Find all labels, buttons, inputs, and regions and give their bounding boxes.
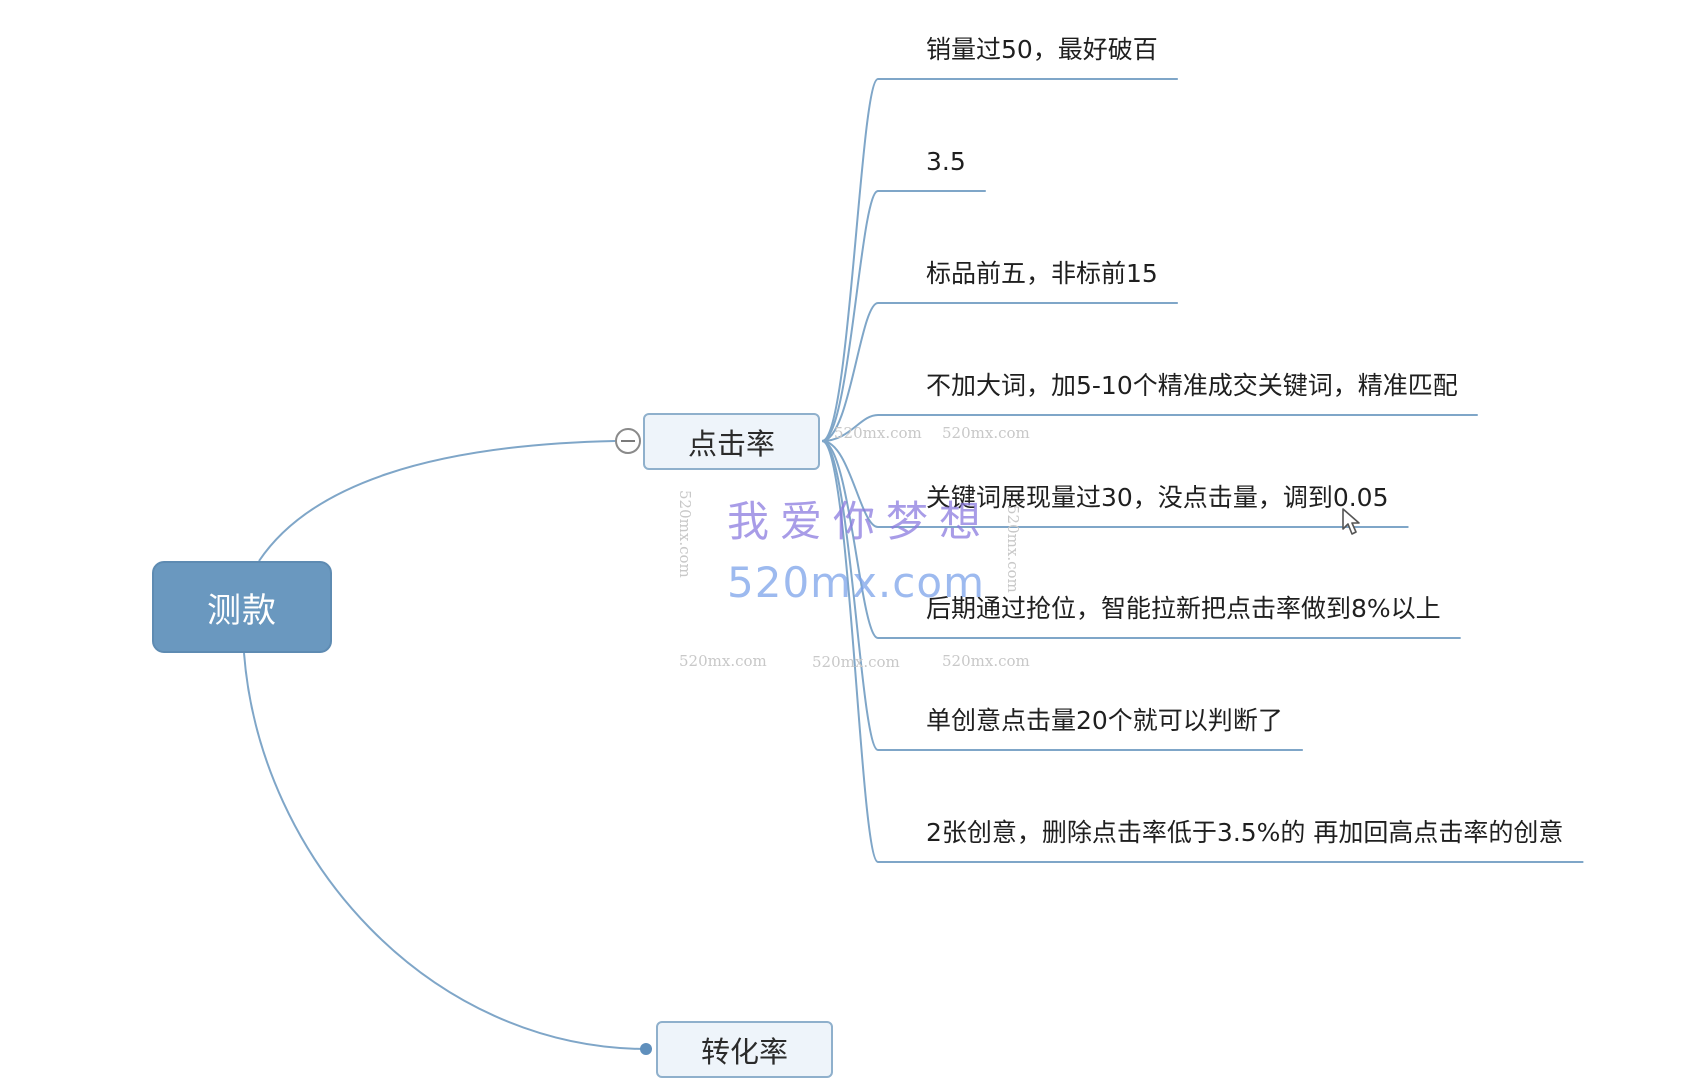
leaf-label: 标品前五，非标前15 <box>926 259 1158 288</box>
branch-label: 转化率 <box>700 1034 788 1069</box>
leaf-node[interactable]: 关键词展现量过30，没点击量，调到0.05 <box>926 478 1388 518</box>
cvr-connector-dot <box>640 1043 652 1055</box>
watermark-url: 520mx.com <box>727 558 985 607</box>
watermark-vertical: 520mx.com <box>1004 505 1022 593</box>
leaf-connector <box>821 190 986 442</box>
connector-root-cvr <box>243 652 647 1050</box>
collapse-minus-icon[interactable] <box>615 428 641 454</box>
mouse-pointer-icon <box>1342 508 1360 535</box>
watermark-small: 520mx.com <box>834 424 922 442</box>
watermark-vertical: 520mx.com <box>676 490 694 578</box>
leaf-node[interactable]: 销量过50，最好破百 <box>926 30 1158 70</box>
leaf-connector <box>821 440 1461 639</box>
leaf-label: 3.5 <box>926 147 966 176</box>
leaf-connector <box>821 440 1409 528</box>
leaf-node[interactable]: 单创意点击量20个就可以判断了 <box>926 701 1283 741</box>
leaf-connector <box>821 302 1178 442</box>
leaf-connector <box>821 414 1478 442</box>
leaf-connector <box>821 78 1178 442</box>
branch-label: 点击率 <box>687 426 775 461</box>
watermark-small: 520mx.com <box>679 652 767 670</box>
leaf-node[interactable]: 后期通过抢位，智能拉新把点击率做到8%以上 <box>926 589 1441 629</box>
leaf-label: 不加大词，加5-10个精准成交关键词，精准匹配 <box>926 371 1458 400</box>
leaf-node[interactable]: 标品前五，非标前15 <box>926 254 1158 294</box>
leaf-connector <box>821 440 1584 863</box>
leaf-node[interactable]: 不加大词，加5-10个精准成交关键词，精准匹配 <box>926 366 1458 406</box>
root-label: 测款 <box>207 590 277 631</box>
watermark-small: 520mx.com <box>942 424 1030 442</box>
root-node[interactable]: 测款 <box>152 561 332 653</box>
leaf-node[interactable]: 2张创意，删除点击率低于3.5%的 再加回高点击率的创意 <box>926 813 1563 853</box>
watermark-title: 我爱你梦想 <box>727 497 993 546</box>
leaf-label: 销量过50，最好破百 <box>926 35 1158 64</box>
leaf-connector <box>821 440 1303 751</box>
leaf-label: 单创意点击量20个就可以判断了 <box>926 706 1283 735</box>
watermark-small: 520mx.com <box>812 653 900 671</box>
watermark-small: 520mx.com <box>942 652 1030 670</box>
leaf-node[interactable]: 3.5 <box>926 142 966 182</box>
branch-node-cvr[interactable]: 转化率 <box>656 1021 833 1078</box>
leaf-label: 关键词展现量过30，没点击量，调到0.05 <box>926 483 1389 512</box>
connector-root-ctr <box>258 440 616 562</box>
leaf-label: 后期通过抢位，智能拉新把点击率做到8%以上 <box>926 594 1441 623</box>
leaf-label: 2张创意，删除点击率低于3.5%的 再加回高点击率的创意 <box>926 818 1564 847</box>
branch-node-ctr[interactable]: 点击率 <box>643 413 820 470</box>
